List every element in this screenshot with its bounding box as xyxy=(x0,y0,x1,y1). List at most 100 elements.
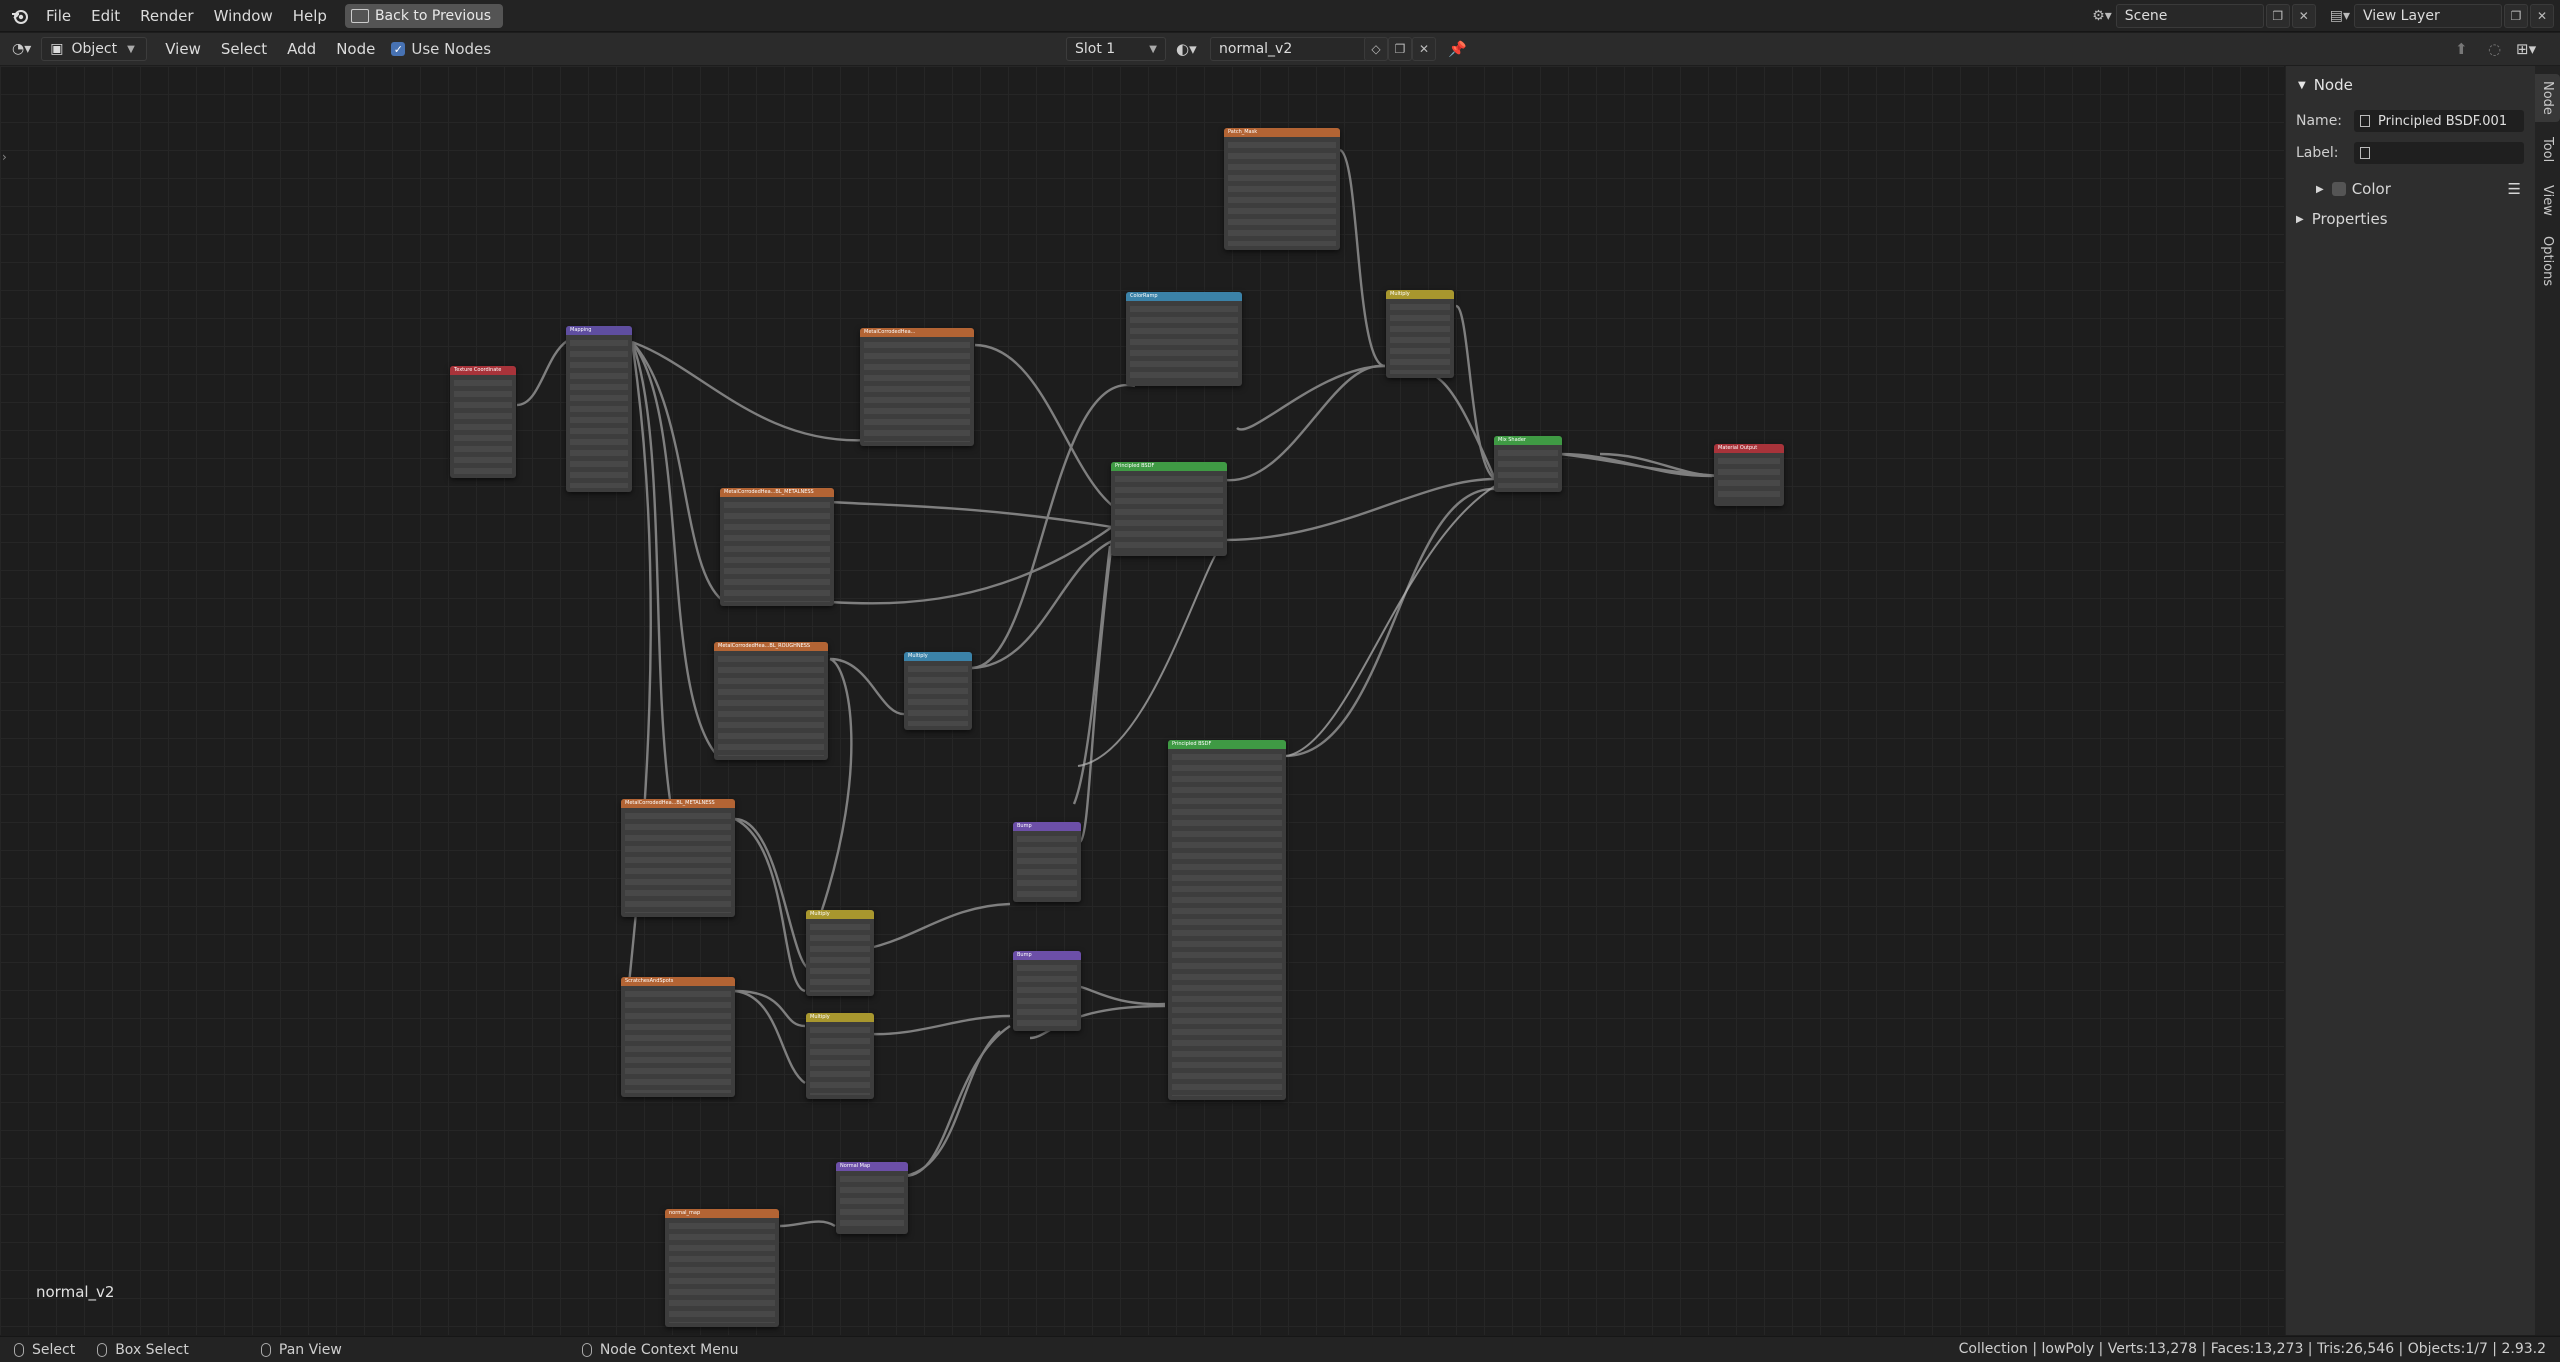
mouse-middle-icon xyxy=(260,1342,271,1357)
object-mode-label: Object xyxy=(71,41,118,57)
node-mix-multiply-2[interactable]: Multiply xyxy=(806,910,874,996)
node-title: MetalCorrodedHea... xyxy=(860,328,974,337)
material-name-field[interactable]: normal_v2 xyxy=(1210,37,1368,61)
object-mode-dropdown[interactable]: ▣ Object ▼ xyxy=(41,37,148,61)
scene-name-field[interactable]: Scene xyxy=(2115,4,2264,28)
scene-icon[interactable]: ⚙▾ xyxy=(2092,8,2112,24)
scene-statistics: Collection | lowPoly | Verts:13,278 | Fa… xyxy=(1958,1341,2546,1357)
parent-node-tree-icon[interactable]: ⬆ xyxy=(2455,40,2468,58)
delete-scene-icon[interactable]: ✕ xyxy=(2291,4,2316,28)
chevron-right-icon: ▶ xyxy=(2296,213,2304,225)
label-row: Label: xyxy=(2286,142,2535,164)
color-checkbox[interactable] xyxy=(2331,182,2346,196)
context-menu-label: Node Context Menu xyxy=(599,1341,739,1358)
properties-label: Properties xyxy=(2311,210,2388,228)
node-editor-canvas[interactable]: Texture Coordinate Mapping MetalCorroded… xyxy=(0,66,2284,1335)
back-to-previous-button[interactable]: Back to Previous xyxy=(344,3,504,28)
node-title: Material Output xyxy=(1714,444,1784,453)
node-title: ScratchesAndSpots xyxy=(621,977,735,986)
menu-help[interactable]: Help xyxy=(292,6,327,25)
tab-node[interactable]: Node xyxy=(2535,74,2560,122)
tab-tool[interactable]: Tool xyxy=(2540,137,2555,163)
node-mix-shader[interactable]: Mix Shader xyxy=(1494,436,1562,492)
pin-icon[interactable]: 📌 xyxy=(1448,40,1467,58)
node-mix-multiply-3[interactable]: Multiply xyxy=(806,1013,874,1099)
new-view-layer-icon[interactable]: ❐ xyxy=(2504,4,2528,28)
node-bump-2[interactable]: Bump xyxy=(1013,951,1081,1031)
node-metal-base-color[interactable]: MetalCorrodedHea... xyxy=(860,328,974,446)
context-menu-hint: Node Context Menu xyxy=(581,1341,739,1358)
node-scratches-and-spots[interactable]: ScratchesAndSpots xyxy=(621,977,735,1097)
mouse-left-icon xyxy=(14,1342,24,1357)
node-mapping[interactable]: Mapping xyxy=(566,326,632,492)
node-material-output[interactable]: Material Output xyxy=(1714,444,1784,506)
select-hint: Select xyxy=(14,1342,75,1358)
menu-add[interactable]: Add xyxy=(287,40,317,58)
editor-type-icon[interactable]: ◔▾ xyxy=(12,41,32,57)
node-title: Mapping xyxy=(566,326,632,335)
menu-window[interactable]: Window xyxy=(213,6,273,25)
color-row[interactable]: ▶ Color ☰ xyxy=(2286,180,2535,198)
new-scene-icon[interactable]: ❐ xyxy=(2265,4,2290,28)
box-select-label: Box Select xyxy=(115,1341,189,1358)
node-normal-map[interactable]: Normal Map xyxy=(836,1162,908,1234)
material-browse-icon[interactable]: ◐▾ xyxy=(1176,40,1197,58)
slot-label: Slot 1 xyxy=(1075,41,1116,57)
node-mix-multiply-1[interactable]: Multiply xyxy=(1386,290,1454,378)
duplicate-material-icon[interactable]: ❐ xyxy=(1388,37,1412,61)
pan-view-label: Pan View xyxy=(278,1341,342,1358)
view-layer-field[interactable]: View Layer xyxy=(2354,4,2502,28)
fake-user-shield-icon[interactable]: ◇ xyxy=(1364,37,1388,61)
node-principled-bsdf-1[interactable]: Principled BSDF xyxy=(1111,462,1227,556)
properties-row[interactable]: ▶ Properties xyxy=(2286,210,2535,228)
node-math-multiply[interactable]: Multiply xyxy=(904,652,972,730)
menu-view[interactable]: View xyxy=(165,40,201,58)
pan-view-hint: Pan View xyxy=(260,1341,342,1358)
chevron-right-icon: ▶ xyxy=(2316,183,2324,195)
node-title: Multiply xyxy=(904,652,972,661)
node-bump-1[interactable]: Bump xyxy=(1013,822,1081,902)
node-metal-roughness[interactable]: MetalCorrodedHea...BL_ROUGHNESS xyxy=(714,642,828,760)
node-normal-map-image[interactable]: normal_map xyxy=(665,1209,779,1327)
toolbar-expand-icon[interactable]: › xyxy=(2,150,7,164)
node-color-ramp[interactable]: ColorRamp xyxy=(1126,292,1242,386)
node-title: MetalCorrodedHea...BL_ROUGHNESS xyxy=(714,642,828,651)
slot-dropdown[interactable]: Slot 1 ▼ xyxy=(1066,37,1166,61)
snap-icon[interactable]: ◌ xyxy=(2488,40,2502,58)
shader-type-icon: ▣ xyxy=(50,41,64,57)
menu-file[interactable]: File xyxy=(46,6,72,25)
node-principled-bsdf-2[interactable]: Principled BSDF xyxy=(1168,740,1286,1100)
view-layer-icon[interactable]: ▤▾ xyxy=(2329,8,2350,24)
chevron-down-icon: ▼ xyxy=(2298,79,2306,91)
list-icon[interactable]: ☰ xyxy=(2507,180,2521,198)
tab-options[interactable]: Options xyxy=(2540,235,2555,287)
use-nodes-toggle[interactable]: ✓ Use Nodes xyxy=(391,40,491,58)
node-metal-metalness-2[interactable]: MetalCorrodedHea...BL_METALNESS xyxy=(621,799,735,917)
tab-view[interactable]: View xyxy=(2540,184,2555,216)
menu-select[interactable]: Select xyxy=(220,40,268,58)
menu-node[interactable]: Node xyxy=(336,40,376,58)
sidebar-panel: ▼ Node Name: Principled BSDF.001 Label: … xyxy=(2285,66,2535,1335)
scene-selector-area: ⚙▾ Scene ❐ ✕ ▤▾ View Layer ❐ ✕ xyxy=(2092,0,2560,32)
chevron-down-icon: ▼ xyxy=(1149,43,1157,55)
delete-view-layer-icon[interactable]: ✕ xyxy=(2530,4,2554,28)
menu-edit[interactable]: Edit xyxy=(91,6,121,25)
node-name-field[interactable]: Principled BSDF.001 xyxy=(2354,110,2524,132)
blender-logo-icon[interactable] xyxy=(10,6,30,26)
screen-icon xyxy=(350,8,369,23)
unlink-material-icon[interactable]: ✕ xyxy=(1412,37,1436,61)
node-label-field[interactable] xyxy=(2354,142,2524,164)
node-icon xyxy=(2360,115,2370,127)
node-texture-coordinate[interactable]: Texture Coordinate xyxy=(450,366,516,478)
overlay-icon[interactable]: ⊞▾ xyxy=(2516,40,2537,58)
node-patch-mask[interactable]: Patch_Mask xyxy=(1224,128,1340,250)
node-section-header[interactable]: ▼ Node xyxy=(2286,66,2535,94)
node-metal-metalness-1[interactable]: MetalCorrodedHea...BL_METALNESS xyxy=(720,488,834,606)
node-editor-header: ◔▾ ▣ Object ▼ View Select Add Node ✓ Use… xyxy=(0,33,2560,65)
menu-render[interactable]: Render xyxy=(140,6,194,25)
node-title: Bump xyxy=(1013,951,1081,960)
name-label: Name: xyxy=(2296,113,2343,129)
box-select-hint: Box Select xyxy=(97,1342,189,1358)
node-title: Multiply xyxy=(1386,290,1454,299)
node-name-value: Principled BSDF.001 xyxy=(2378,113,2508,129)
